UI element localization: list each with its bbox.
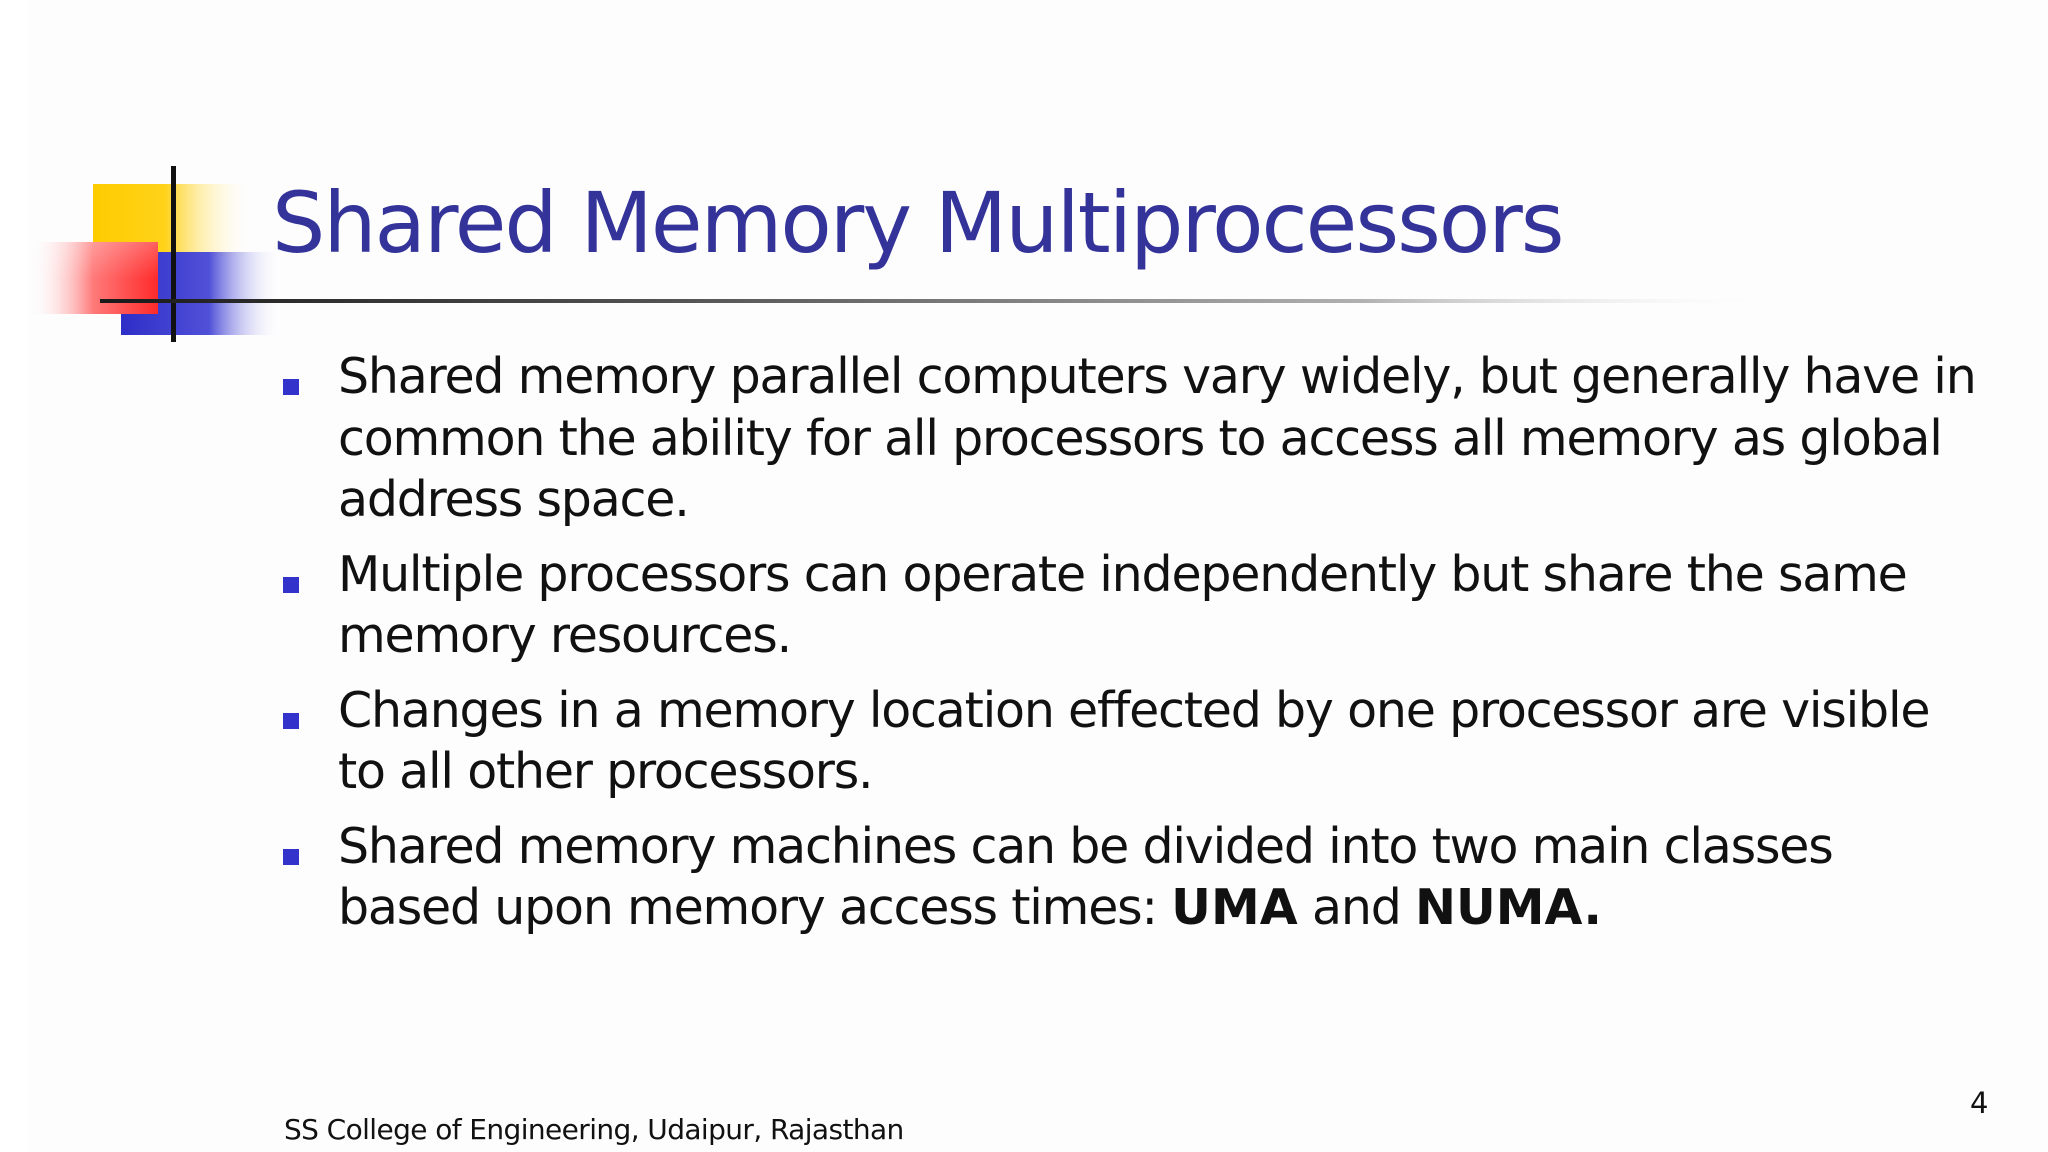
bullet-text-connector: and [1297,879,1415,936]
bullet-bold-term: NUMA. [1415,879,1603,936]
logo-blue-square [121,252,281,335]
square-bullet-icon [283,379,299,395]
square-bullet-icon [283,712,299,729]
bullet-item: Multiple processors can operate independ… [276,544,1986,667]
bullet-list: Shared memory parallel computers vary wi… [276,346,1986,952]
slide-page-number: 4 [1970,1086,1989,1120]
logo-yellow-square [93,184,253,256]
slide-left-margin [0,0,28,1152]
square-bullet-icon [283,848,299,865]
bullet-text: Changes in a memory location effected by… [338,681,1931,801]
logo-red-square [28,242,158,314]
logo-squares [28,166,281,342]
logo-vertical-line [171,166,176,342]
logo-red-sheen [28,242,158,278]
bullet-text: Shared memory parallel computers vary wi… [338,348,1977,528]
bullet-text: Shared memory machines can be divided in… [338,817,1834,937]
bullet-item: Shared memory parallel computers vary wi… [276,346,1986,531]
bullet-text: Multiple processors can operate independ… [338,545,1908,665]
bullet-item: Shared memory machines can be divided in… [276,816,1986,939]
bullet-item: Changes in a memory location effected by… [276,680,1986,803]
square-bullet-icon [283,576,299,593]
slide-footer: SS College of Engineering, Udaipur, Raja… [284,1113,904,1146]
bullet-bold-term: UMA [1171,879,1298,936]
slide-title: Shared Memory Multiprocessors [272,174,1565,272]
title-underline [100,299,1780,303]
